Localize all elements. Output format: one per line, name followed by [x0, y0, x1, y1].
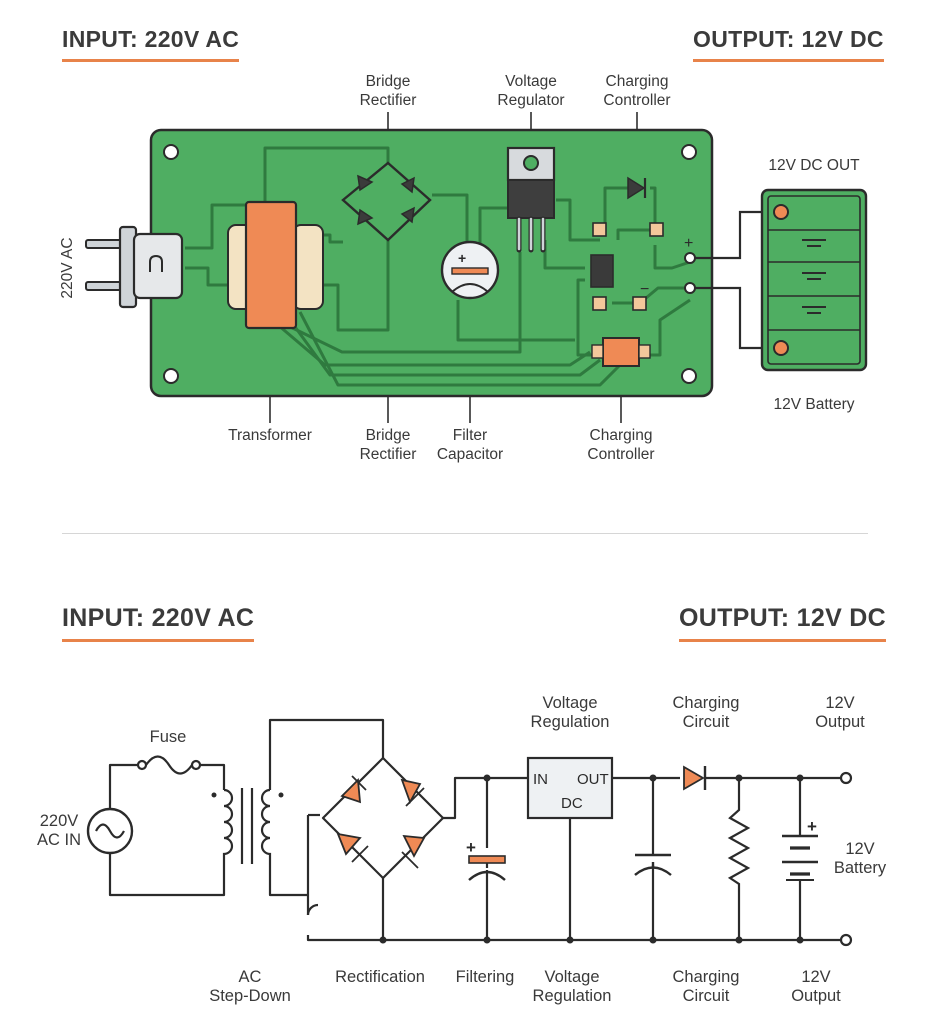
regulator-box: [526, 756, 614, 820]
label-ac-in: 220V AC IN: [36, 812, 81, 849]
label-fuse: Fuse: [149, 728, 187, 746]
regulator-dc: DC: [561, 795, 583, 812]
transformer-dots: [211, 792, 284, 798]
ac-source-symbol: [86, 807, 134, 855]
label-battery: 12V Battery: [773, 396, 855, 413]
label-filter-capacitor: Filter Capacitor: [436, 427, 504, 463]
stage-voltage-regulation: Voltage Regulation: [532, 968, 612, 1005]
output-terminals: [839, 771, 853, 947]
label-bridge-rectifier-top: Bridge Rectifier: [359, 73, 417, 109]
svg-text:+: +: [458, 250, 466, 266]
label-voltage-regulator: Voltage Regulator: [497, 73, 565, 109]
filter-capacitor-pcb: +: [440, 240, 500, 300]
voltage-regulator-pcb: [506, 146, 556, 253]
filter-capacitor-symbol: [468, 855, 506, 881]
charging-controller-pcb: [590, 176, 664, 367]
bottom-output-header: OUTPUT: 12V DC: [679, 604, 887, 642]
bridge-diodes: [336, 775, 426, 869]
pcb-minus-mark: −: [640, 281, 649, 298]
battery-symbol: [782, 834, 818, 881]
ac-plug: [85, 225, 184, 309]
label-charging-controller-bottom: Charging Controller: [587, 427, 655, 463]
label-charging-circuit-top: Charging Circuit: [672, 694, 740, 731]
label-output-top: 12V Output: [815, 694, 865, 731]
stage-filtering: Filtering: [455, 968, 515, 986]
charging-diode-symbol: [683, 765, 707, 791]
schematic-wires: [108, 718, 850, 942]
pcb-mounting-holes: [163, 144, 697, 384]
bridge-rectifier-pcb: [341, 161, 432, 242]
section-divider: [62, 533, 868, 534]
label-battery-schematic: 12V Battery: [833, 840, 887, 877]
label-bridge-rectifier-bottom: Bridge Rectifier: [359, 427, 417, 463]
pcb-plus-mark: +: [684, 235, 693, 252]
filter-cap-plus: +: [466, 838, 476, 857]
label-charging-controller-top: Charging Controller: [603, 73, 671, 109]
battery-pack: [760, 188, 868, 372]
fuse-symbol: [136, 755, 202, 775]
schematic-junctions: [379, 774, 804, 944]
label-voltage-regulation-top: Voltage Regulation: [530, 694, 610, 731]
top-output-header: OUTPUT: 12V DC: [693, 26, 884, 62]
top-input-header: INPUT: 220V AC: [62, 26, 240, 62]
regulator-out: OUT: [577, 771, 609, 788]
regulator-in: IN: [533, 771, 548, 788]
stage-rectification: Rectification: [335, 968, 425, 986]
battery-plus: +: [807, 817, 817, 836]
transformer-symbol: [222, 788, 272, 864]
label-dc-out: 12V DC OUT: [768, 157, 860, 174]
resistor-symbol: [727, 800, 751, 892]
bottom-input-header: INPUT: 220V AC: [62, 604, 255, 642]
label-transformer: Transformer: [228, 427, 312, 444]
battery-wires: [695, 210, 772, 350]
stage-ac-step-down: AC Step-Down: [209, 968, 291, 1005]
stage-charging-circuit: Charging Circuit: [672, 968, 740, 1005]
transformer: [227, 200, 324, 330]
output-capacitor-symbol: [634, 853, 672, 876]
stage-output: 12V Output: [791, 968, 841, 1005]
